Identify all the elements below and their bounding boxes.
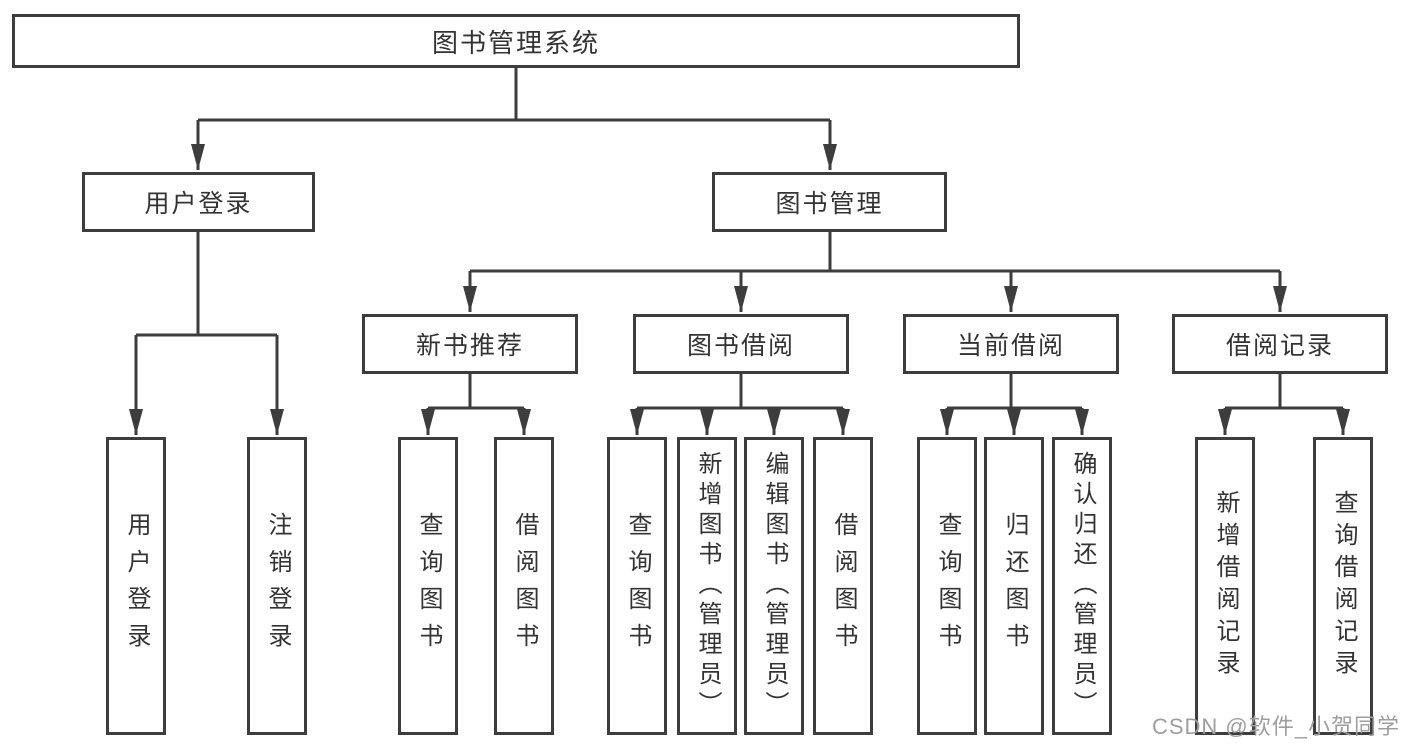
connector-root-to-level2	[191, 68, 837, 170]
node-book-management-system: 图书管理系统	[12, 14, 1020, 68]
node-label: 借阅图书	[830, 512, 857, 660]
leaf-user-login: 用户登录	[106, 437, 166, 735]
node-label: 归还图书	[1001, 512, 1028, 660]
node-label: 用户登录	[123, 512, 150, 660]
connector-new-book-recommendation-children	[421, 374, 531, 435]
leaf-add-books-admin: 新增图书（管理员）	[677, 437, 737, 735]
node-label: 借阅记录	[1225, 332, 1334, 360]
node-label: 图书管理系统	[431, 27, 600, 58]
node-label: 查询借阅记录	[1330, 490, 1357, 682]
leaf-query-books-current: 查询图书	[917, 437, 977, 735]
node-label: 新增借阅记录	[1212, 490, 1239, 682]
node-current-borrowing: 当前借阅	[903, 314, 1119, 374]
node-label: 新书推荐	[415, 332, 524, 360]
node-new-book-recommendation: 新书推荐	[362, 314, 578, 374]
connector-current-borrowing-children	[940, 374, 1089, 435]
leaf-query-borrow-record: 查询借阅记录	[1313, 437, 1373, 735]
connector-book-borrowing-children	[630, 374, 850, 435]
leaf-query-books-borrowing: 查询图书	[607, 437, 667, 735]
node-user-login: 用户登录	[82, 172, 315, 232]
node-book-management: 图书管理	[712, 172, 947, 232]
node-label: 查询图书	[624, 512, 651, 660]
leaf-edit-books-admin: 编辑图书（管理员）	[744, 437, 804, 735]
leaf-borrow-books-recommend: 借阅图书	[494, 437, 554, 735]
node-label: 新增图书（管理员）	[694, 451, 721, 721]
node-book-borrowing: 图书借阅	[633, 314, 849, 374]
node-label: 用户登录	[144, 190, 253, 218]
node-label: 图书借阅	[686, 332, 795, 360]
node-label: 图书管理	[775, 190, 884, 218]
leaf-confirm-return-admin: 确认归还（管理员）	[1052, 437, 1112, 735]
leaf-logout: 注销登录	[247, 437, 307, 735]
node-label: 确认归还（管理员）	[1069, 451, 1096, 721]
leaf-query-books-recommend: 查询图书	[398, 437, 458, 735]
connector-user-login-children	[129, 232, 284, 435]
connector-borrowing-records-children	[1218, 374, 1350, 435]
node-label: 编辑图书（管理员）	[761, 451, 788, 721]
leaf-borrow-books-borrowing: 借阅图书	[813, 437, 873, 735]
node-label: 查询图书	[934, 512, 961, 660]
node-label: 查询图书	[415, 512, 442, 660]
leaf-add-borrow-record: 新增借阅记录	[1195, 437, 1255, 735]
connector-book-management-children	[463, 232, 1287, 312]
node-label: 当前借阅	[956, 332, 1065, 360]
node-label: 注销登录	[264, 512, 291, 660]
csdn-watermark: CSDN @软件_小贺同学	[1151, 714, 1400, 739]
node-label: 借阅图书	[511, 512, 538, 660]
node-borrowing-records: 借阅记录	[1172, 314, 1388, 374]
leaf-return-books: 归还图书	[984, 437, 1044, 735]
